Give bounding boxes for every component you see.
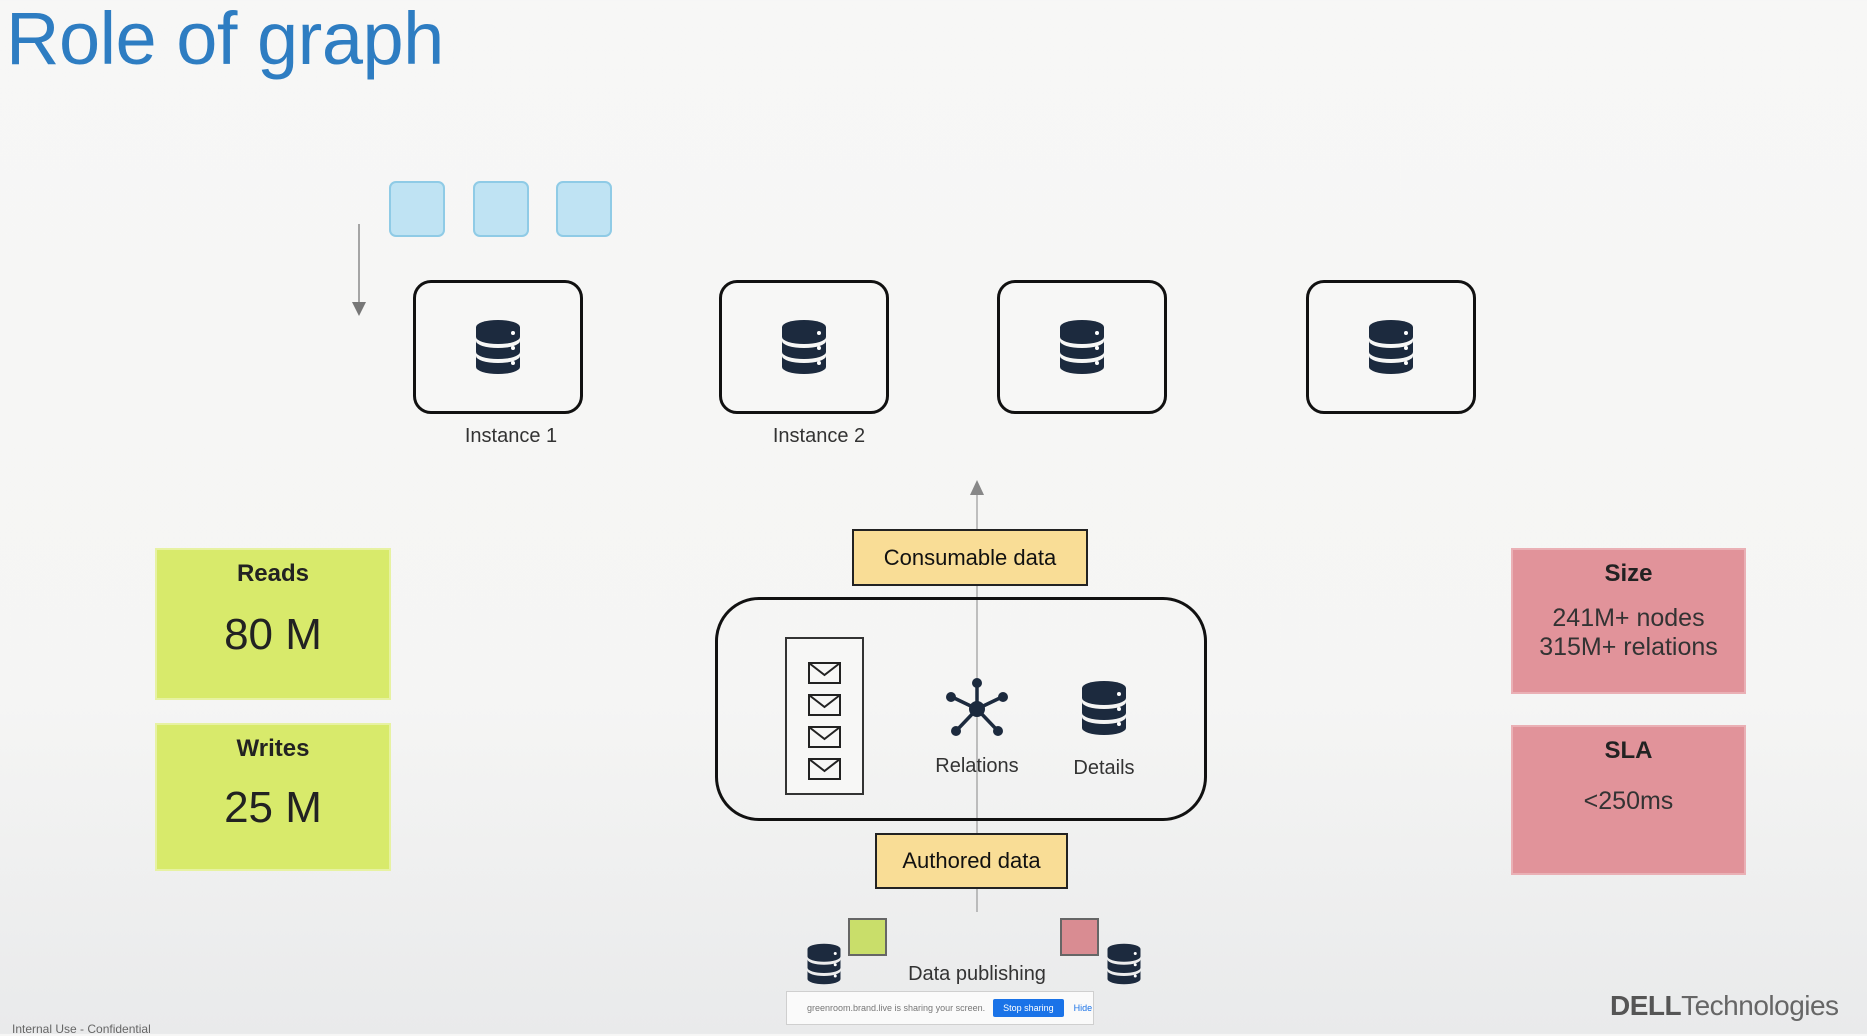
screen-share-text: greenroom.brand.live is sharing your scr… xyxy=(807,1003,986,1013)
details-label: Details xyxy=(1073,757,1135,779)
sla-metric-card: SLA <250ms xyxy=(1511,725,1746,875)
source-database-icon-right xyxy=(1107,943,1141,985)
hide-button[interactable]: Hide xyxy=(1073,1003,1093,1013)
source-square-green xyxy=(848,918,887,956)
reads-label: Reads xyxy=(236,560,310,587)
database-icon xyxy=(1369,320,1413,374)
message-queue-icon xyxy=(785,637,864,795)
queue-square xyxy=(556,181,612,237)
logo-rest: Technologies xyxy=(1681,990,1839,1021)
queue-square xyxy=(473,181,529,237)
company-logo: DELLTechnologies xyxy=(1610,990,1839,1022)
queue-square xyxy=(389,181,445,237)
instance-box-4 xyxy=(1306,280,1476,414)
database-icon xyxy=(782,320,826,374)
graph-data-panel xyxy=(715,597,1207,821)
instance-box-2 xyxy=(719,280,889,414)
writes-value: 25 M xyxy=(224,783,322,832)
relations-label: Relations xyxy=(935,755,1019,777)
slide-title: Role of graph xyxy=(6,0,444,80)
instance-label-2: Instance 2 xyxy=(772,425,866,447)
reads-metric-card: Reads 80 M xyxy=(155,548,391,700)
size-label: Size xyxy=(1604,560,1653,587)
sla-value: <250ms xyxy=(1583,787,1674,815)
details-database-icon xyxy=(1082,681,1126,735)
data-publishing-label: Data publishing xyxy=(908,963,1046,985)
authored-data-tag: Authored data xyxy=(875,833,1068,889)
screen-share-bar: greenroom.brand.live is sharing your scr… xyxy=(786,991,1094,1025)
database-icon xyxy=(1060,320,1104,374)
size-nodes: 241M+ nodes xyxy=(1552,604,1705,632)
source-square-red xyxy=(1060,918,1099,956)
instance-box-3 xyxy=(997,280,1167,414)
confidential-footer: Internal Use - Confidential xyxy=(12,1022,151,1036)
size-metric-card: Size 241M+ nodes 315M+ relations xyxy=(1511,548,1746,694)
sla-label: SLA xyxy=(1604,737,1653,764)
source-database-icon-left xyxy=(807,943,841,985)
instance-label-1: Instance 1 xyxy=(464,425,558,447)
reads-value: 80 M xyxy=(224,610,322,659)
logo-bold: DELL xyxy=(1610,990,1682,1021)
graph-network-icon xyxy=(946,678,1008,736)
writes-label: Writes xyxy=(236,735,310,762)
database-icon xyxy=(476,320,520,374)
consumable-data-tag: Consumable data xyxy=(852,529,1088,586)
instance-box-1 xyxy=(413,280,583,414)
writes-metric-card: Writes 25 M xyxy=(155,723,391,871)
stop-sharing-button[interactable]: Stop sharing xyxy=(993,999,1064,1017)
size-relations: 315M+ relations xyxy=(1539,633,1718,661)
